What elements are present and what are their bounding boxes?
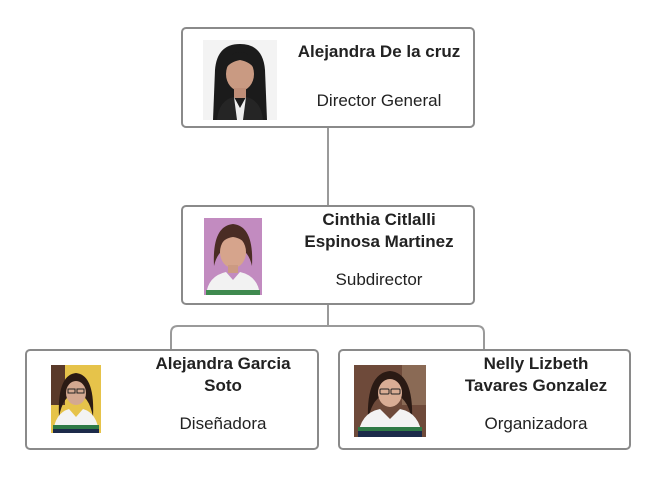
- organizer-role: Organizadora: [484, 414, 588, 433]
- designer-name-line1: Alejandra Garcia: [155, 354, 291, 373]
- director-photo: [203, 40, 277, 120]
- organizer-card: Nelly Lizbeth Tavares Gonzalez Organizad…: [338, 349, 631, 450]
- organizer-name-line2: Tavares Gonzalez: [464, 376, 608, 395]
- designer-card: Alejandra Garcia Soto Diseñadora: [25, 349, 319, 450]
- subdirector-photo: [204, 218, 262, 295]
- designer-role: Diseñadora: [179, 414, 267, 433]
- person-photo-icon: [204, 218, 262, 295]
- subdirector-name-line1: Cinthia Citlalli: [322, 210, 436, 229]
- subdirector-role: Subdirector: [335, 270, 423, 289]
- organizer-photo: [354, 365, 426, 437]
- director-name: Alejandra De la cruz: [297, 42, 461, 61]
- director-role: Director General: [316, 91, 442, 110]
- designer-photo: [51, 365, 101, 433]
- person-photo-icon: [203, 40, 277, 120]
- person-photo-icon: [51, 365, 101, 433]
- director-card: Alejandra De la cruz Director General: [181, 27, 475, 128]
- person-photo-icon: [354, 365, 426, 437]
- subdirector-card: Cinthia Citlalli Espinosa Martinez Subdi…: [181, 205, 475, 305]
- subdirector-name-line2: Espinosa Martinez: [304, 232, 454, 251]
- designer-name-line2: Soto: [204, 376, 242, 395]
- organizer-name-line1: Nelly Lizbeth: [483, 354, 589, 373]
- connector-branch: [170, 325, 485, 349]
